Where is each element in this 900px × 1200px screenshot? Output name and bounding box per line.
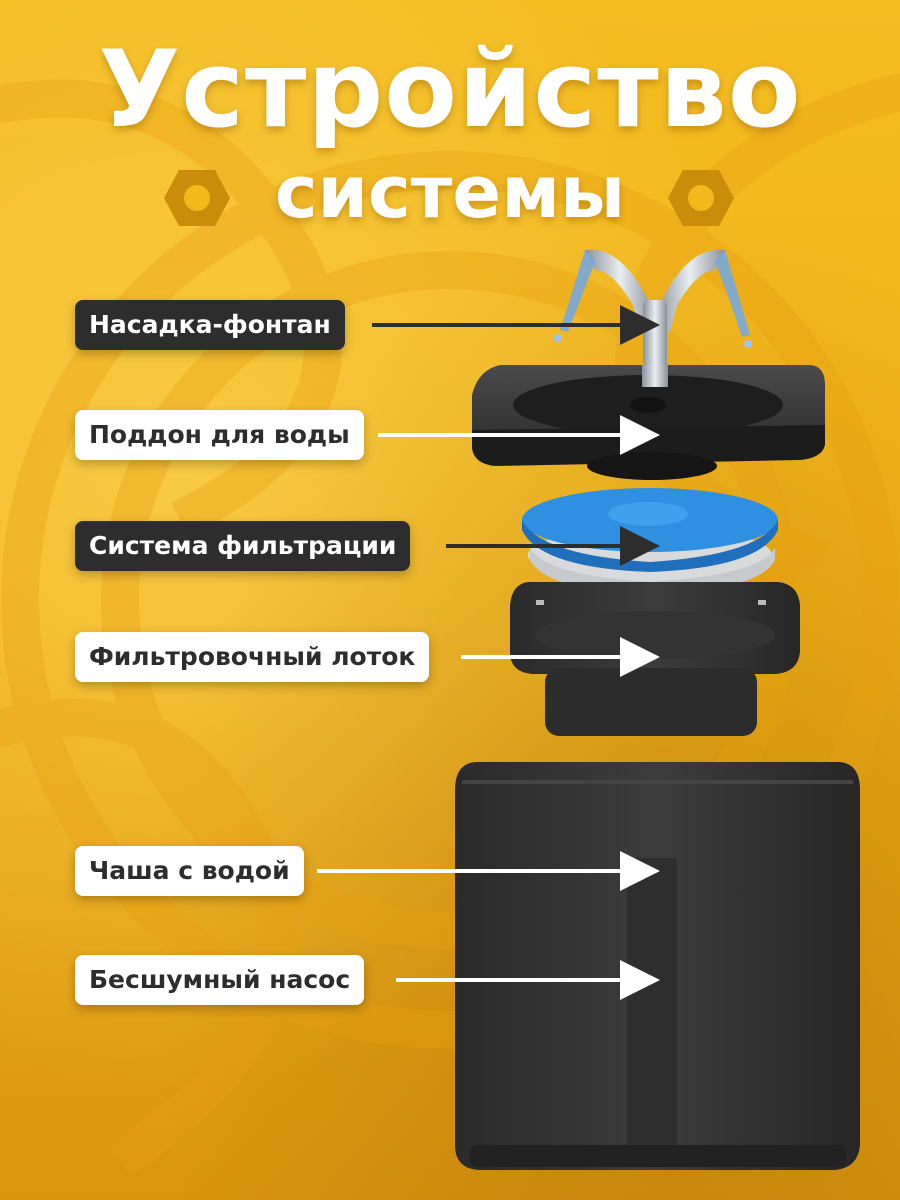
- page-subtitle: системы: [274, 150, 626, 234]
- label-filter-tray: Фильтровочный лоток: [75, 632, 430, 682]
- label-filtration: Система фильтрации: [75, 521, 411, 571]
- filter-tray: [510, 582, 800, 736]
- page-title: Устройство: [98, 28, 802, 151]
- label-nozzle: Насадка-фонтан: [75, 300, 345, 350]
- hexagon-nut-icon: [164, 170, 230, 226]
- label-water-tray: Поддон для воды: [75, 410, 364, 460]
- label-water-bowl: Чаша с водой: [75, 846, 304, 896]
- hexagon-nut-icon: [668, 170, 734, 226]
- label-pump: Бесшумный насос: [75, 955, 365, 1005]
